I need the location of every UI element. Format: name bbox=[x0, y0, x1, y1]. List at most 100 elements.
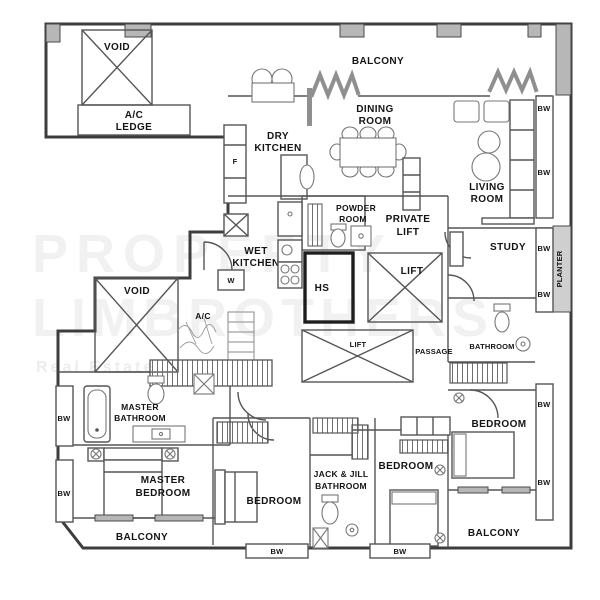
balcony-top: BALCONY bbox=[228, 56, 552, 126]
kitchen-counter bbox=[277, 201, 303, 289]
dry-kitchen-label-2: KITCHEN bbox=[254, 143, 301, 154]
cabinet bbox=[400, 416, 451, 436]
db-cabinet bbox=[223, 213, 249, 237]
passage-label: PASSAGE bbox=[415, 347, 453, 356]
study-label: STUDY bbox=[490, 242, 526, 253]
washbasin-icon bbox=[345, 523, 359, 537]
master-bed-label-1: MASTER bbox=[141, 475, 186, 486]
door-stub bbox=[307, 88, 312, 126]
ac-unit-label: A/C bbox=[195, 311, 211, 321]
jack-jill-bathroom: JACK & JILL BATHROOM bbox=[310, 417, 376, 549]
living-label-1: LIVING bbox=[469, 182, 505, 193]
study: STUDY bbox=[444, 227, 552, 299]
powder-label-2: ROOM bbox=[339, 214, 367, 224]
fixture-icon bbox=[434, 532, 446, 544]
bw-label: BW bbox=[538, 244, 552, 253]
wet-kitchen-label-2: KITCHEN bbox=[232, 258, 279, 269]
shower-icon bbox=[193, 373, 215, 395]
balcony-bl-label: BALCONY bbox=[116, 532, 168, 543]
powder-room: POWDER ROOM bbox=[301, 195, 376, 251]
bay-windows-right: BW BW BW BW BW BW bbox=[535, 95, 554, 521]
toilet-icon bbox=[321, 494, 339, 525]
powder-label-1: POWDER bbox=[336, 203, 376, 213]
wardrobe bbox=[216, 421, 269, 444]
hall-cabinet bbox=[351, 424, 369, 460]
hs-label: HS bbox=[315, 283, 330, 294]
bedroom-3: BEDROOM bbox=[352, 416, 451, 548]
toilet-icon bbox=[330, 223, 347, 248]
fixture-icon bbox=[164, 448, 176, 460]
bw-label: BW bbox=[538, 290, 552, 299]
ac-ledge-label-2: LEDGE bbox=[116, 122, 152, 133]
master-bedroom: MASTER BEDROOM bbox=[87, 418, 214, 545]
folding-door-icon bbox=[309, 69, 361, 101]
bedroom-2-door-arc bbox=[237, 391, 267, 421]
bay-windows-left: BW BW bbox=[55, 385, 74, 523]
balcony-br-label: BALCONY bbox=[468, 528, 520, 539]
fixture-icon bbox=[90, 448, 102, 460]
wet-kitchen-label-1: WET bbox=[244, 246, 267, 257]
toilet-icon bbox=[493, 303, 511, 333]
bw-label: BW bbox=[538, 104, 552, 113]
bed-icon bbox=[389, 489, 439, 547]
household-shelter: HS bbox=[303, 251, 355, 324]
bay-windows-bottom: BW BW bbox=[245, 543, 431, 559]
bedroom-4-door-arc bbox=[469, 389, 499, 419]
private-lift-label-1: PRIVATE bbox=[386, 214, 431, 225]
toilet-icon bbox=[147, 375, 165, 405]
bedroom-3-label: BEDROOM bbox=[378, 461, 433, 472]
folding-door-icon bbox=[487, 66, 539, 95]
balcony-top-label: BALCONY bbox=[352, 56, 404, 67]
lift-main: LIFT bbox=[367, 252, 443, 323]
bw-label: BW bbox=[394, 547, 408, 556]
bedroom-2: BEDROOM bbox=[213, 391, 311, 548]
kitchen-island bbox=[280, 154, 315, 200]
jack-jill-label-1: JACK & JILL bbox=[314, 469, 369, 479]
bedroom-2-label: BEDROOM bbox=[246, 496, 301, 507]
balcony-bottom-right: BALCONY bbox=[448, 486, 536, 539]
bedroom-4: BEDROOM bbox=[434, 389, 536, 544]
dining-room: DINING ROOM bbox=[329, 104, 407, 178]
vanity-icon bbox=[132, 425, 186, 443]
ac-ledge-label-1: A/C bbox=[125, 110, 143, 121]
dining-label-2: ROOM bbox=[359, 116, 392, 127]
planter: PLANTER bbox=[552, 225, 572, 313]
bathroom-door-arc bbox=[447, 274, 475, 302]
master-bath-label-1: MASTER bbox=[121, 402, 159, 412]
washer: W bbox=[217, 269, 245, 291]
bed-icon bbox=[214, 469, 258, 525]
dining-table-icon bbox=[329, 126, 407, 178]
fridge-label: F bbox=[233, 157, 238, 166]
hall-wardrobe bbox=[449, 362, 508, 384]
fixture-icon bbox=[453, 392, 465, 404]
watermark-line2: LIMBROTHERS bbox=[32, 288, 494, 348]
bathtub-icon bbox=[83, 385, 111, 443]
washer-label: W bbox=[227, 276, 235, 285]
bathroom-ensuite-label: BATHROOM bbox=[469, 342, 514, 351]
bw-label: BW bbox=[58, 414, 72, 423]
void-top-label: VOID bbox=[104, 42, 130, 53]
powder-closet bbox=[307, 203, 323, 247]
living-room: LIVING ROOM bbox=[453, 99, 535, 225]
wardrobe bbox=[399, 439, 449, 454]
bw-label: BW bbox=[538, 478, 552, 487]
dining-label-1: DINING bbox=[356, 104, 393, 115]
bathroom-ensuite: BATHROOM bbox=[447, 274, 535, 363]
console-icon bbox=[481, 217, 535, 225]
private-lift-lobby: PRIVATE LIFT bbox=[386, 214, 431, 238]
bed-icon bbox=[451, 431, 515, 479]
bw-label: BW bbox=[58, 489, 72, 498]
wet-kitchen: WET KITCHEN W bbox=[203, 201, 303, 291]
study-desk bbox=[449, 231, 464, 267]
fridge-cabinet: F bbox=[223, 124, 247, 204]
planter-label: PLANTER bbox=[555, 250, 564, 287]
dry-kitchen: DRY KITCHEN F bbox=[223, 124, 421, 211]
armchair-icon bbox=[453, 100, 510, 123]
lift-main-label: LIFT bbox=[401, 266, 424, 277]
bw-label: BW bbox=[271, 547, 285, 556]
entry-door-arc bbox=[203, 241, 233, 271]
ac-ledge: A/C LEDGE bbox=[77, 104, 191, 136]
void-mid-label: VOID bbox=[124, 286, 150, 297]
